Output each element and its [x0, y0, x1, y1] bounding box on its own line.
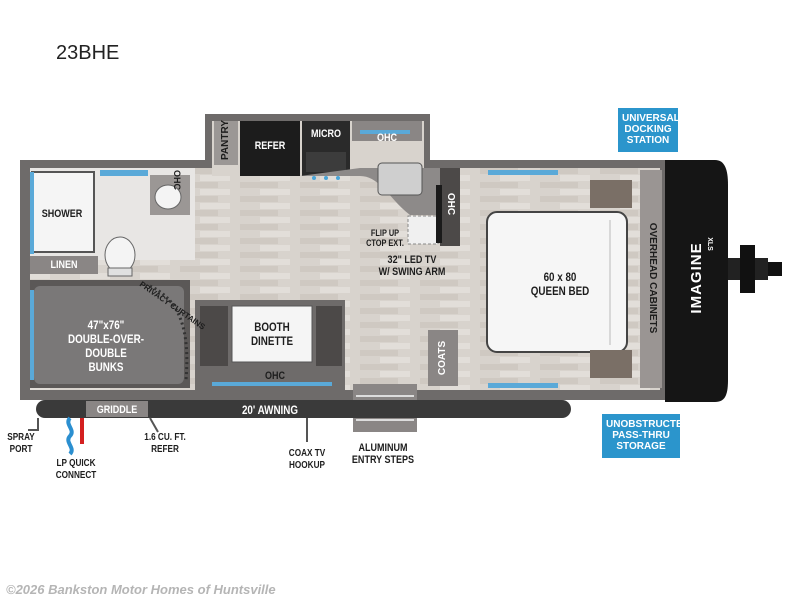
lp-quick-connect-label: LP QUICK CONNECT	[55, 458, 97, 481]
nightstand-top	[590, 180, 632, 208]
refer-ext-label: 1.6 CU. FT. REFER	[144, 432, 186, 455]
booth-dinette-label: BOOTH DINETTE	[250, 320, 294, 348]
dinette-seat-right	[316, 306, 342, 366]
tv-ohc-label: OHC	[445, 192, 456, 216]
pass-thru-callout: UNOBSTRUCTED PASS-THRU STORAGE	[602, 414, 690, 458]
bunk-mattress	[34, 286, 184, 384]
bath-ohc-label: OHC	[172, 170, 182, 190]
nightstand-bottom	[590, 350, 632, 378]
shower-label: SHOWER	[41, 208, 83, 220]
overhead-cabinets	[640, 170, 662, 388]
coax-label: COAX TV HOOKUP	[288, 448, 326, 471]
spray-port-label: SPRAY PORT	[7, 432, 35, 455]
spray-port-line	[28, 418, 39, 431]
awning-bar	[36, 400, 571, 418]
linen-label: LINEN	[50, 259, 78, 271]
coats-label: COATS	[437, 340, 448, 376]
queen-bed-label: 60 x 80 QUEEN BED	[530, 270, 590, 298]
model-title: 23BHE	[56, 42, 120, 64]
tv-label: 32" LED TV W/ SWING ARM	[378, 254, 446, 278]
awning-label: 20' AWNING	[241, 403, 299, 417]
flip-up-label: FLIP UP CTOP EXT.	[366, 228, 404, 248]
dinette-seat-left	[200, 306, 228, 366]
spray-hose	[66, 416, 74, 456]
coats-closet	[428, 330, 458, 386]
bunks-label: 47"x76" DOUBLE-OVER-DOUBLE BUNKS	[67, 318, 144, 374]
bed	[486, 211, 628, 353]
copyright-footer: ©2026 Bankston Motor Homes of Huntsville	[6, 582, 276, 597]
entry-steps-label: ALUMINUM ENTRY STEPS	[351, 442, 415, 466]
griddle-label: GRIDDLE	[96, 404, 138, 416]
dinette-ohc-label: OHC	[264, 370, 286, 382]
pantry-label: PANTRY	[220, 120, 231, 160]
shower-stall	[31, 171, 95, 253]
brand-sub-logo: XLS	[706, 237, 713, 251]
kitchen-ohc-label: OHC	[376, 132, 398, 144]
dinette-table	[231, 305, 313, 363]
tv-cabinet	[440, 168, 460, 246]
universal-docking-callout: UNIVERSAL DOCKING STATION	[618, 108, 680, 152]
micro-label: MICRO	[310, 128, 342, 140]
overhead-cabinets-label: OVERHEAD CABINETS	[647, 222, 658, 334]
griddle-box	[86, 401, 148, 417]
linen-cabinet	[30, 256, 98, 274]
brand-logo: IMAGINE	[688, 242, 705, 314]
refrigerator	[240, 121, 300, 176]
lp-connect-marker	[80, 418, 84, 444]
bath-sink	[154, 184, 182, 210]
kitchen-sink	[377, 162, 423, 196]
refer-label: REFER	[254, 140, 286, 152]
front-cap	[665, 160, 728, 402]
pantry	[214, 121, 238, 165]
